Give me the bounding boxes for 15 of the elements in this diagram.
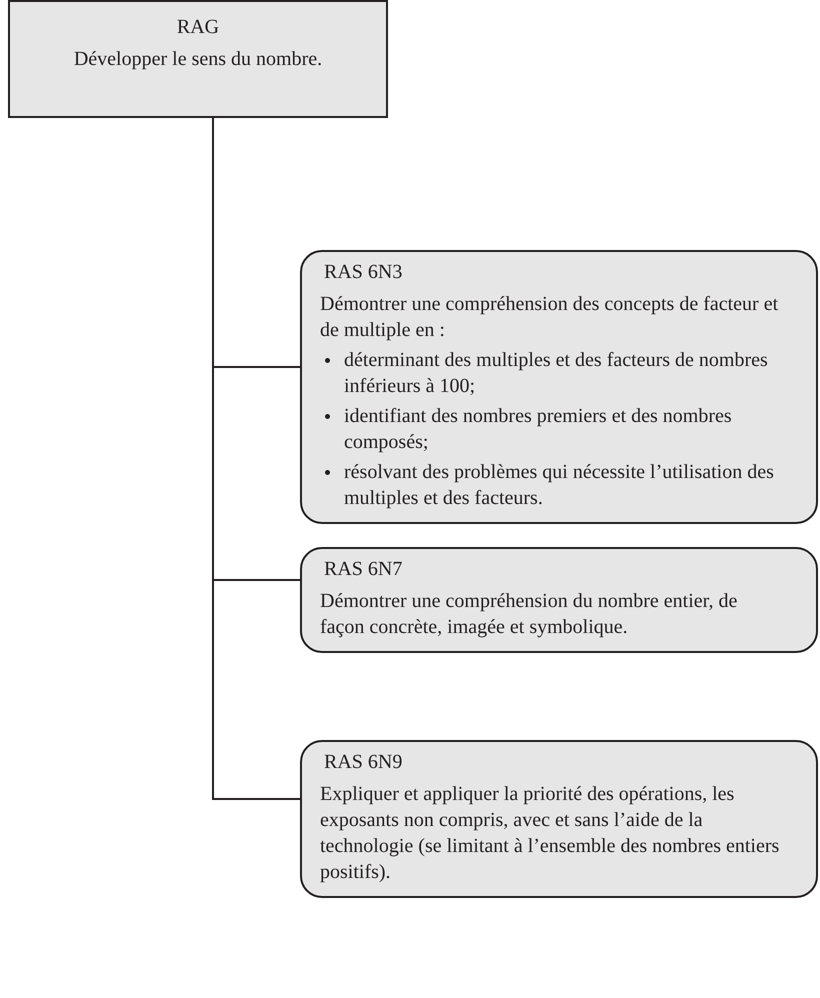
bullet-item: résolvant des problèmes qui nécessite l’utilisation des multiples et des facteurs. [320, 459, 782, 511]
box-heading: RAS 6N3 [324, 260, 404, 285]
box-heading: RAS 6N9 [324, 750, 404, 775]
outcome-box [300, 250, 818, 524]
description-text: Démontrer une compréhension des concepts de facteur et de multiple en : [320, 292, 780, 343]
box-heading: RAG [176, 15, 220, 40]
bullet-item: identifiant des nombres premiers et des nombres composés; [320, 403, 782, 455]
outcome-box [300, 740, 818, 898]
bullet-item: déterminant des multiples et des facteurs de nombres inférieurs à 100; [320, 347, 782, 399]
box-heading: RAS 6N7 [324, 557, 404, 582]
description-text: Expliquer et appliquer la priorité des opérations, les exposants non compris, avec et sans l’aide de la technologie (se limitant à l’ensemble des nombres entiers positifs). [320, 782, 780, 885]
goal-box [8, 0, 388, 118]
description-text: Démontrer une compréhension du nombre entier, de façon concrète, imagée et symbolique. [320, 589, 738, 640]
outcome-box [300, 547, 818, 653]
description-text: Développer le sens du nombre. [72, 47, 324, 72]
